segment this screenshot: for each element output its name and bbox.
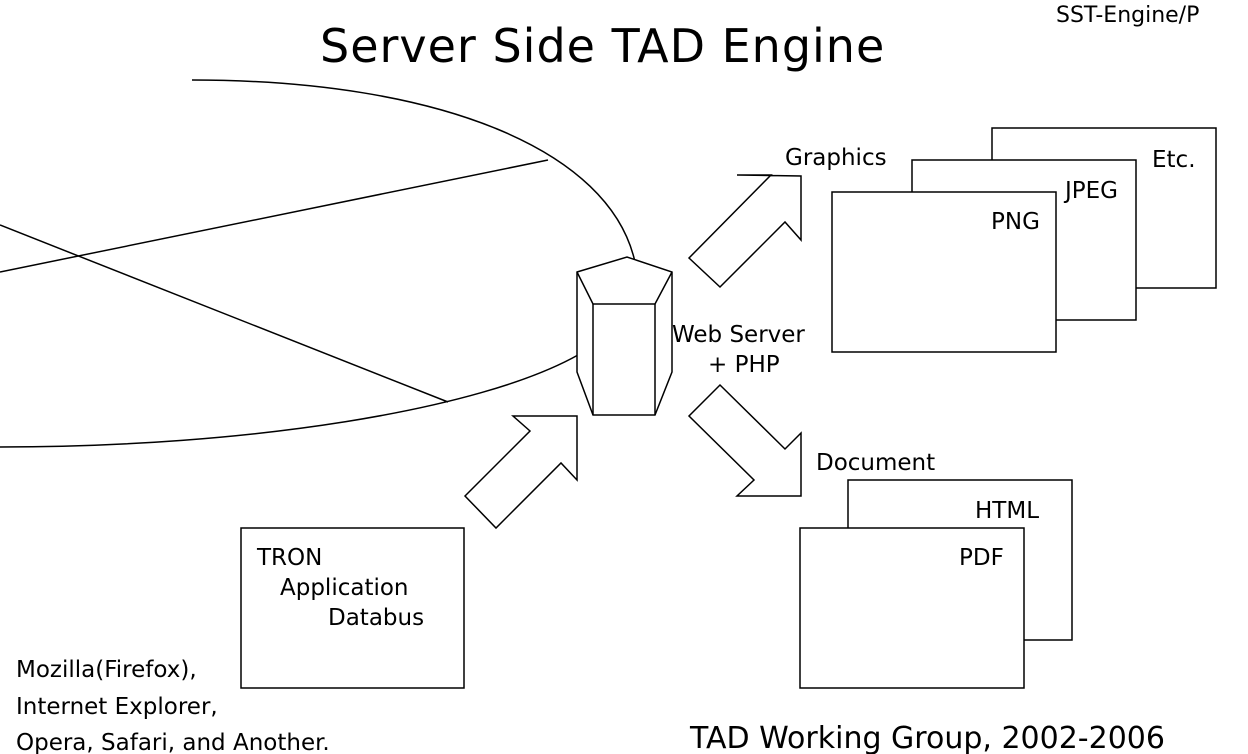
- databus-box: TRON Application Databus: [240, 527, 465, 689]
- format-label-pdf: PDF: [959, 545, 1004, 571]
- arrow-from-databus: [463, 415, 578, 530]
- graphics-label: Graphics: [785, 145, 887, 171]
- format-label-etc: Etc.: [1152, 147, 1196, 173]
- browser-list: Mozilla(Firefox), Internet Explorer, Ope…: [16, 657, 330, 754]
- format-card-png: [831, 191, 1057, 353]
- databus-line3: Databus: [328, 605, 424, 631]
- globe-line-2: [0, 224, 449, 403]
- browser-line-1: Mozilla(Firefox),: [16, 657, 197, 683]
- diagram-title: Server Side TAD Engine: [320, 19, 885, 73]
- server-icon: [576, 256, 673, 416]
- document-label: Document: [816, 450, 935, 476]
- arrow-to-graphics: [687, 174, 802, 289]
- databus-line2: Application: [280, 575, 409, 601]
- document-formats: HTML PDF: [799, 479, 1073, 689]
- browser-line-3: Opera, Safari, and Another.: [16, 730, 330, 754]
- server-label-line2: + PHP: [708, 352, 780, 378]
- network-globe: [0, 79, 636, 448]
- format-label-jpeg: JPEG: [1063, 178, 1118, 204]
- corner-tag: SST-Engine/P: [1056, 3, 1199, 28]
- graphics-formats: Etc. JPEG PNG: [831, 127, 1217, 353]
- footer-credit: TAD Working Group, 2002-2006: [689, 721, 1165, 754]
- browser-line-2: Internet Explorer,: [16, 694, 218, 720]
- format-label-html: HTML: [975, 498, 1039, 524]
- server-label-line1: Web Server: [672, 322, 805, 348]
- arrow-to-document: [687, 383, 802, 497]
- globe-upper-arc: [191, 79, 636, 263]
- format-label-png: PNG: [991, 209, 1040, 235]
- globe-lower-arc: [0, 354, 579, 448]
- globe-line-1: [0, 159, 549, 273]
- databus-line1: TRON: [256, 545, 322, 571]
- format-card-pdf: [799, 527, 1025, 689]
